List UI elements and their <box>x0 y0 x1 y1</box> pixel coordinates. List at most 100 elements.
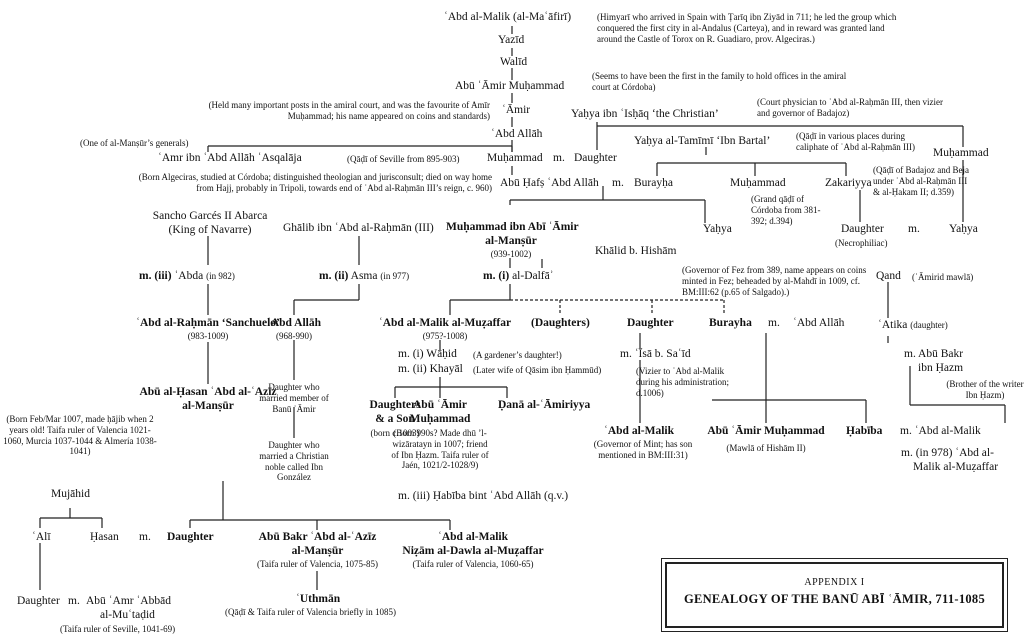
muzaffar-dates: (975?-1008) <box>422 331 468 341</box>
yahya-ibn-ishaq-node: Yaḥya ibn ʿIsḥāq ‘the Christian’ <box>571 108 719 120</box>
m-abd-al-malik-node: m. ʿAbd al-Malik <box>900 425 981 437</box>
genealogy-title: GENEALOGY OF THE BANŪ ABĪ ʿĀMIR, 711-108… <box>683 592 986 606</box>
marriage-m: m. <box>768 317 780 329</box>
m-i-label: m. (i) <box>483 270 510 282</box>
yazid-node: Yazīd <box>498 34 525 46</box>
daughter-necro-node: Daughter <box>841 223 884 235</box>
sanchuelo-node: ʿAbd al-Raḥmān ‘Sanchuelo’ <box>136 317 280 329</box>
m-ii-label: m. (ii) <box>319 270 349 282</box>
isa-note: (Vizier to ʿAbd al-Malik during his admi… <box>636 366 729 398</box>
abda-node: ʿAbda <box>174 270 204 282</box>
abd-allah-son-node: ʿAbd Allāh <box>266 317 321 329</box>
abu-amir-2-node-2: Muḥammad <box>409 413 471 425</box>
abu-hasan-node: Abū al-Ḥasan ʿAbd al-ʿAzīz <box>139 386 277 398</box>
wahid-node: m. (i) Wāḥid <box>398 348 457 360</box>
amr-node: ʿAmr ibn ʿAbd Allāh ʿAsqalāja <box>158 152 302 164</box>
abu-hafs-note: (Born Algeciras, studied at Córdoba; dis… <box>138 172 492 193</box>
sancho-node: Sancho Garcés II Abarca <box>152 210 268 222</box>
nizam-title: Niẓām al-Dawla al-Muẓaffar <box>402 545 544 557</box>
marriage-m: m. <box>68 595 80 607</box>
abu-amir-2-note: (Born 990s? Made dhū ’l-wizāratayn in 10… <box>391 428 489 471</box>
atika-note: (daughter) <box>910 320 948 330</box>
atika-node: ʿAtika <box>878 319 908 331</box>
hasan-node: Ḥasan <box>90 531 119 543</box>
marriage-m: m. <box>139 531 151 543</box>
mansur-node: Muḥammad ibn Abī ʿĀmir <box>446 221 579 233</box>
abd-allah-husband-node: ʿAbd Allāh <box>793 317 845 329</box>
marriage-m: m. <box>553 152 565 164</box>
qadi-seville-note: (Qāḍī of Seville from 895-903) <box>347 154 460 164</box>
abd-al-malik-node: ʿAbd al-Malik (al-Maʿāfirī) <box>444 11 572 23</box>
walid-node: Walīd <box>500 56 528 68</box>
yahya-far-node: Yaḥya <box>949 223 978 235</box>
habiba-iii-node: m. (iii) Ḥabība bint ʿAbd Allāh (q.v.) <box>398 490 569 502</box>
appendix-title-box: APPENDIX I GENEALOGY OF THE BANŪ ABĪ ʿĀM… <box>661 558 1008 632</box>
khayal-node: m. (ii) Khayāl <box>398 363 463 375</box>
yahya-mid-node: Yaḥya <box>703 223 732 235</box>
general-note: (One of al-Manṣūr’s generals) <box>80 138 189 148</box>
uthman-node: ʿUthmān <box>296 593 341 605</box>
abbad-note: (Taifa ruler of Seville, 1041-69) <box>60 624 176 634</box>
qand-node: Qand <box>876 270 901 282</box>
abu-hasan-title: al-Manṣūr <box>182 400 234 412</box>
daughters-son-node-2: & a Son <box>375 413 415 425</box>
necro-note: (Necrophiliac) <box>835 238 888 248</box>
abbad-node: Abū ʿAmr ʿAbbād <box>86 595 171 607</box>
abu-bakr-hazm-node: m. Abū Bakr <box>904 348 964 360</box>
m-978-node-2: Malik al-Muẓaffar <box>913 461 999 473</box>
burayha-node: Burayḥa <box>634 177 673 189</box>
m-978-node: m. (in 978) ʿAbd al- <box>901 447 994 459</box>
daughter-node: Daughter <box>574 152 617 164</box>
isa-node: m. ʿĪsā b. Saʿīd <box>620 348 691 360</box>
abd-allah-son-dates: (968-990) <box>276 331 312 341</box>
habiba-node: Ḥabība <box>846 425 883 437</box>
muhammad-mid-note: (Grand qāḍī of Córdoba from 381-392; d.3… <box>751 194 821 226</box>
asma-node: Asma <box>350 270 378 282</box>
m-iii-label: m. (iii) <box>139 270 172 282</box>
abu-amir-2-node: Abū ʿĀmir <box>413 399 467 411</box>
born-1003-note: (born c.1003) <box>370 428 420 438</box>
khalid-node: Khālid b. Hishām <box>595 245 677 257</box>
abd-allah-node: ʿAbd Allāh <box>491 128 543 140</box>
abu-amir-muhammad-node: Abū ʿĀmir Muḥammad <box>455 80 565 92</box>
ghalib-node: Ghālib ibn ʿAbd al-Raḥmān (III) <box>283 222 434 234</box>
amir-note: (Held many important posts in the amiral… <box>208 100 490 121</box>
abu-hasan-note: (Born Feb/Mar 1007, made ḥājib when 2 ye… <box>3 414 157 457</box>
mansur-dates: (939-1002) <box>490 249 532 259</box>
abu-amir-3-note: (Mawlā of Hishām II) <box>726 443 806 453</box>
abu-bakr-valencia-node: Abū Bakr ʿAbd al-ʿAzīz <box>258 531 377 543</box>
daughter-3-node: Daughter <box>167 531 214 543</box>
nizam-node: ʿAbd al-Malik <box>438 531 508 543</box>
abu-hafs-node: Abū Ḥafṣ ʿAbd Allāh <box>500 177 599 189</box>
qand-note: (ʿĀmirid mawlā) <box>912 272 974 282</box>
muhammad-node: Muḥammad <box>487 152 543 164</box>
muhammad-right-node: Muḥammad <box>933 147 989 159</box>
marriage-m: m. <box>908 223 920 235</box>
abu-bakr-hazm-node-2: ibn Ḥazm <box>918 362 964 374</box>
appendix-label: APPENDIX I <box>804 577 865 588</box>
daughters-node: (Daughters) <box>531 317 590 329</box>
muhammad-mid-node: Muḥammad <box>730 177 786 189</box>
abd-al-malik-2-node: ʿAbd al-Malik <box>604 425 674 437</box>
uthman-note: (Qāḍī & Taifa ruler of Valencia briefly … <box>225 607 396 617</box>
yahya-al-tamimi-node: Yaḥya al-Tamīmī ‘Ibn Bartal’ <box>634 135 771 147</box>
abu-bakr-valencia-title: al-Manṣūr <box>291 545 344 557</box>
abd-al-malik-note: (Himyarī who arrived in Spain with Ṭarīq… <box>597 12 897 44</box>
asma-year: (in 977) <box>380 271 410 281</box>
ali-node: ʿAlī <box>32 531 51 543</box>
abu-amir-3-node: Abū ʿĀmir Muḥammad <box>707 425 825 437</box>
zakariyya-note: (Qāḍī of Badajoz and Beja under ʿAbd al-… <box>873 165 969 197</box>
dalfa-node: al-Dalfāʾ <box>512 270 554 282</box>
fez-note: (Governor of Fez from 389, name appears … <box>682 265 867 297</box>
abbad-title: al-Muʿtaḍid <box>100 609 155 621</box>
daughters-son-node: Daughters <box>369 399 421 411</box>
abd-al-malik-2-note: (Governor of Mint; has son mentioned in … <box>593 439 693 460</box>
abu-amir-muhammad-note: (Seems to have been the first in the fam… <box>592 71 847 92</box>
khayal-note: (Later wife of Qāsim ibn Ḥammūd) <box>473 365 602 375</box>
daughter-banu-amir: Daughter who married member of Banū ʿĀmi… <box>259 382 329 414</box>
daughter-node-2: Daughter <box>627 317 674 329</box>
mujahid-node: Mujāhid <box>51 488 90 500</box>
abda-year: (in 982) <box>206 271 235 281</box>
marriage-m: m. <box>612 177 624 189</box>
mansur-title: al-Manṣūr <box>485 235 537 247</box>
